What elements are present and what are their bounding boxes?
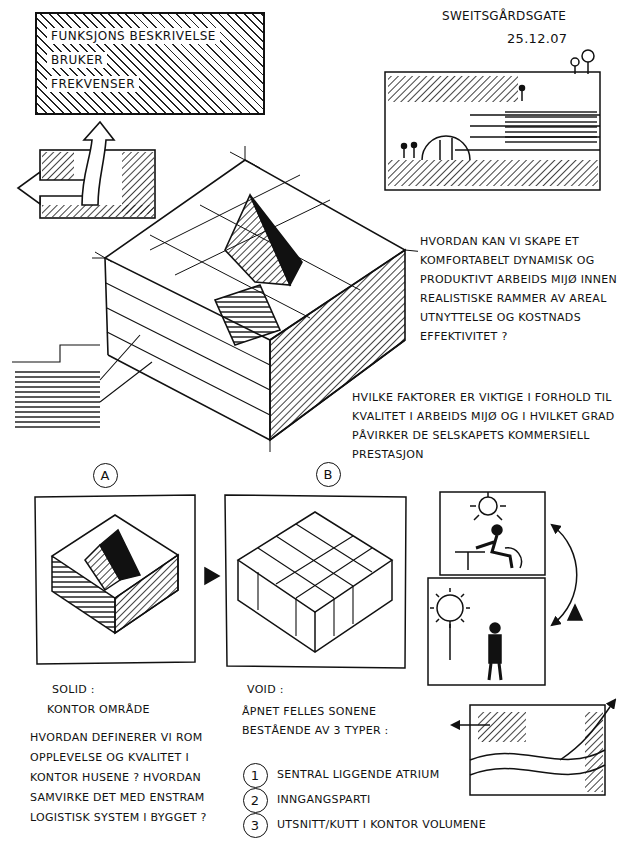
section-sketch-part: [574, 66, 576, 74]
solid-sketch: [35, 495, 219, 664]
section-sketch-part: [388, 160, 598, 186]
box-text: FUNKSJONS BESKRIVELSE: [47, 28, 220, 44]
callout-text: B: [324, 468, 333, 481]
list-item: UTSNITT/KUTT I KONTOR VOLUMENE: [275, 817, 488, 832]
section-sketch-part: [587, 62, 589, 74]
section-subtitle: ÅPNET FELLES SONENE BESTÅENDE AV 3 TYPER…: [240, 702, 434, 740]
workplace-figures-part: [440, 492, 545, 575]
flow-sketch-part: [560, 700, 615, 760]
solid-sketch-part: [205, 568, 219, 584]
solid-sketch-part: [35, 495, 195, 664]
section-heading: VOID :: [245, 682, 286, 697]
callout-number: 3: [243, 813, 268, 838]
callout-text: 1: [251, 769, 259, 782]
function-box: FUNKSJONS BESKRIVELSE BRUKER FREKVENSER: [35, 12, 265, 115]
solid-sketch-part: [85, 545, 120, 590]
section-sketch-part: [385, 72, 600, 190]
section-sketch-part: [521, 91, 523, 101]
section-sketch-part: [440, 138, 452, 160]
building-volume-part: [215, 285, 280, 345]
building-volume-part: [250, 195, 302, 285]
void-sketch: [225, 495, 406, 668]
flow-sketch-part: [470, 750, 605, 775]
section-sketch-part: [520, 86, 525, 91]
list-item: INNGANGSPARTI: [275, 792, 373, 807]
question-note: HVORDAN KAN VI SKAPE ET KOMFORTABELT DYN…: [418, 232, 627, 346]
workplace-figures-part: [437, 595, 463, 621]
void-sketch-part: [258, 524, 372, 598]
workplace-figures-part: [568, 605, 582, 620]
box-text: FREKVENSER: [47, 76, 139, 92]
section-sketch-part: [571, 58, 579, 66]
section-sketch-part: [422, 136, 470, 160]
workplace-figures-part: [489, 635, 501, 663]
void-sketch-part: [258, 572, 353, 636]
flow-sketch-part: [470, 705, 605, 795]
box-text: BRUKER: [47, 52, 107, 68]
workplace-figures-part: [449, 621, 451, 660]
program-diagram-part: [42, 205, 154, 217]
flow-sketch: [452, 700, 615, 795]
building-volume-part: [100, 335, 152, 402]
variant-marker: B: [316, 462, 341, 487]
section-sketch-part: [403, 149, 405, 158]
question-note: HVILKE FAKTORER ER VIKTIGE I FORHOLD TIL…: [350, 388, 624, 464]
workplace-figures-part: [455, 552, 485, 570]
building-volume-part: [12, 345, 100, 362]
callout-number: 1: [243, 763, 268, 788]
section-sketch: [385, 50, 600, 190]
date: 25.12.07: [505, 30, 569, 48]
program-diagram-part: [122, 152, 154, 214]
workplace-figures-part: [489, 663, 501, 680]
callout-text: 2: [251, 794, 259, 807]
workplace-figures-part: [479, 497, 497, 515]
void-sketch-part: [238, 560, 392, 652]
section-heading: SOLID :: [50, 682, 97, 697]
section-sketch-part: [455, 115, 600, 150]
void-sketch-part: [238, 512, 392, 612]
flow-sketch-part: [478, 712, 526, 742]
workplace-figures-part: [492, 525, 502, 535]
list-item: SENTRAL LIGGENDE ATRIUM: [275, 767, 441, 782]
callout-text: 3: [251, 819, 259, 832]
callout-number: 2: [243, 788, 268, 813]
section-sketch-part: [388, 76, 518, 102]
workplace-figures-part: [490, 623, 500, 633]
workplace-figures-part: [428, 578, 545, 685]
section-sketch-part: [413, 148, 415, 158]
variant-marker: A: [93, 463, 118, 488]
solid-sketch-part: [52, 515, 178, 598]
section-sketch-part: [582, 50, 594, 62]
program-diagram: [18, 122, 155, 218]
building-volume-part: [15, 368, 100, 428]
section-subtitle: KONTOR OMRÅDE: [45, 702, 152, 717]
workplace-figures: [428, 492, 582, 685]
workplace-figures-part: [505, 548, 521, 568]
section-sketch-part: [412, 143, 417, 148]
program-diagram-part: [82, 122, 114, 205]
flow-sketch-part: [452, 724, 490, 726]
callout-text: A: [101, 469, 110, 482]
question-note: HVORDAN DEFINERER VI ROM OPPLEVELSE OG K…: [28, 728, 237, 828]
void-sketch-part: [225, 495, 406, 668]
project-name: SWEITSGÅRDSGATE: [440, 8, 568, 25]
workplace-figures-part: [470, 492, 506, 520]
section-sketch-part: [402, 144, 407, 149]
